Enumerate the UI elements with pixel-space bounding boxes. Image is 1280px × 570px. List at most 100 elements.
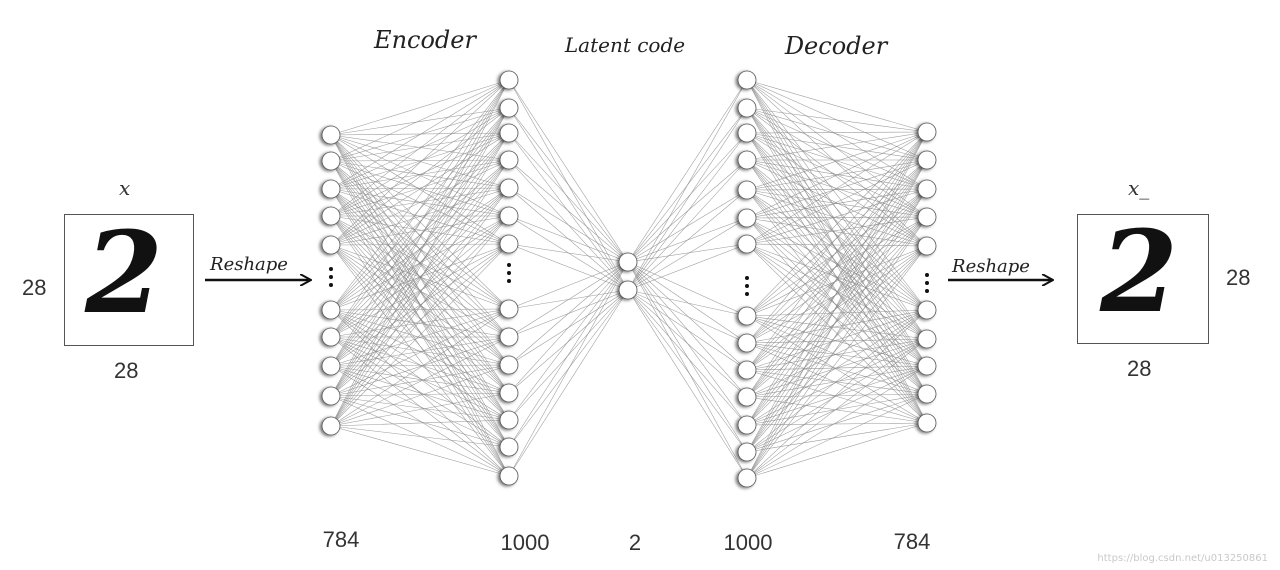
edge-l3-11-5 (746, 309, 928, 426)
edge-l0-9-1 (330, 107, 510, 427)
edge-l0-8-12 (330, 395, 510, 448)
edge-l3-9-2 (746, 188, 928, 371)
edge-l0-0-2 (330, 132, 510, 136)
edge-l2-0-7 (627, 261, 748, 317)
edge-l3-7-5 (746, 309, 928, 317)
edge-l3-5-0 (746, 131, 928, 219)
encoder-hidden-layer-neuron-3 (499, 150, 519, 170)
edge-l0-6-12 (330, 336, 510, 448)
edge-l3-13-4 (746, 245, 928, 479)
edge-l3-8-9 (746, 342, 928, 424)
decoder-hidden-layer-ellipsis-dot-2 (745, 292, 749, 296)
edge-l0-9-8 (330, 336, 510, 427)
edge-l2-0-10 (627, 261, 748, 398)
edge-l0-4-13 (330, 244, 510, 477)
edge-l0-4-12 (330, 244, 510, 448)
output-layer-neuron-6 (917, 329, 937, 349)
edge-l0-8-1 (330, 107, 510, 397)
edge-l1-13-0 (508, 261, 629, 477)
edge-l0-3-0 (330, 79, 510, 217)
edge-l1-0-0 (508, 79, 629, 263)
edge-l0-9-9 (330, 364, 510, 427)
edge-l3-9-6 (746, 338, 928, 371)
edge-l1-13-1 (508, 289, 629, 477)
encoder-hidden-layer-ellipsis-dot-0 (507, 263, 511, 267)
encoder-hidden-layer-neuron-13 (499, 466, 519, 486)
output-layer-neuron-8 (917, 384, 937, 404)
edge-l3-13-1 (746, 159, 928, 479)
edge-l0-0-10 (330, 134, 510, 394)
input-layer-neuron-7 (321, 356, 341, 376)
output-image-box: 2 (1077, 209, 1209, 344)
edge-l3-11-8 (746, 393, 928, 426)
edge-l0-5-2 (330, 132, 510, 311)
edge-l3-11-4 (746, 245, 928, 426)
output-layer-ellipsis-dot-2 (925, 289, 929, 293)
edge-l3-8-4 (746, 245, 928, 344)
edge-l3-6-5 (746, 243, 928, 311)
edge-l3-0-5 (746, 79, 928, 311)
output-height-label: 28 (1226, 265, 1251, 290)
edge-l0-8-11 (330, 395, 510, 421)
edge-l0-7-12 (330, 365, 510, 448)
edge-l1-11-0 (508, 261, 629, 421)
output-layer-neuron-3 (917, 207, 937, 227)
edge-l0-4-4 (330, 187, 510, 246)
edge-l3-13-5 (746, 309, 928, 479)
input-layer-neuron-0 (321, 125, 341, 145)
edge-l0-9-5 (330, 215, 510, 427)
edge-l3-13-6 (746, 338, 928, 479)
edge-l3-11-9 (746, 422, 928, 426)
edge-l0-0-9 (330, 134, 510, 366)
edge-l3-9-3 (746, 216, 928, 371)
edge-l0-4-6 (330, 243, 510, 246)
decoder-hidden-layer-ellipsis-dot-0 (745, 276, 749, 280)
edge-l0-2-1 (330, 107, 510, 190)
edge-l0-6-2 (330, 132, 510, 338)
edge-l0-0-7 (330, 134, 510, 310)
edge-l0-7-4 (330, 187, 510, 367)
edge-l0-0-5 (330, 134, 510, 217)
edge-l3-13-3 (746, 216, 928, 479)
edge-l3-10-7 (746, 365, 928, 398)
decoder-hidden-layer-neuron-0 (737, 70, 757, 90)
output-image-label: x_ (1128, 176, 1150, 200)
edge-l1-5-0 (508, 215, 629, 263)
latent-layer-size: 2 (629, 530, 641, 555)
edge-l2-0-12 (627, 261, 748, 453)
edge-l1-6-1 (508, 243, 629, 291)
edge-l3-6-3 (746, 216, 928, 245)
decoder-hidden-layer-neuron-5 (737, 208, 757, 228)
edge-l3-3-6 (746, 159, 928, 340)
edge-l0-3-1 (330, 107, 510, 217)
edge-l3-3-2 (746, 159, 928, 190)
encoder-hidden-layer-neuron-1 (499, 98, 519, 118)
edge-l1-2-1 (508, 132, 629, 291)
latent-layer-neuron-1 (618, 280, 638, 300)
edge-l0-3-2 (330, 132, 510, 217)
edge-l3-7-4 (746, 245, 928, 317)
edge-l2-0-3 (627, 159, 748, 263)
edge-l2-1-2 (627, 132, 748, 291)
edge-l0-2-4 (330, 187, 510, 190)
input-layer-neuron-6 (321, 327, 341, 347)
decoder-hidden-layer-neuron-4 (737, 180, 757, 200)
edge-l2-1-4 (627, 189, 748, 291)
edge-l0-8-0 (330, 79, 510, 397)
edge-l3-1-6 (746, 107, 928, 340)
edge-l2-1-10 (627, 289, 748, 398)
edge-l1-6-0 (508, 243, 629, 263)
edge-l1-10-1 (508, 289, 629, 394)
decoder-hidden-layer-neuron-9 (737, 360, 757, 380)
edge-l3-2-1 (746, 132, 928, 161)
output-reshape-label: Reshape (951, 256, 1030, 277)
edge-l3-1-5 (746, 107, 928, 311)
edge-l3-1-4 (746, 107, 928, 247)
edge-l1-12-0 (508, 261, 629, 448)
edge-l0-6-0 (330, 79, 510, 338)
edge-l3-12-0 (746, 131, 928, 453)
output-layer-neuron-5 (917, 300, 937, 320)
edge-l0-6-3 (330, 159, 510, 338)
latent-layer-neuron-0 (618, 252, 638, 272)
